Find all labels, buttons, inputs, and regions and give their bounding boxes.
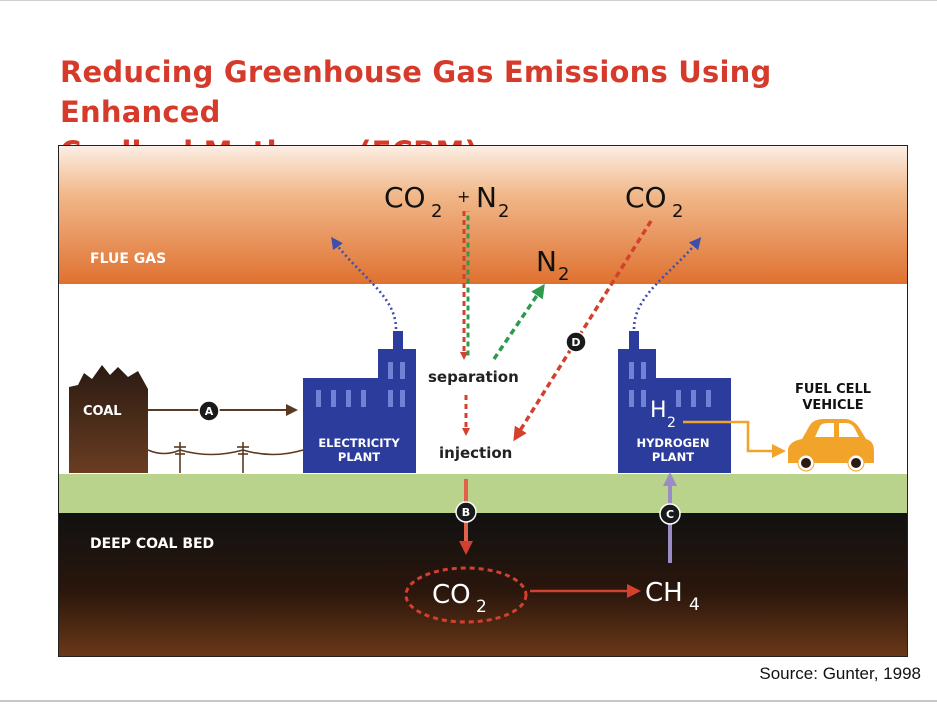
co2-top-label: CO 2 — [625, 181, 683, 222]
fuel-cell-label-2: VEHICLE — [802, 398, 863, 413]
hydrogen-plant-label-1: HYDROGEN — [636, 436, 709, 450]
power-lines — [147, 442, 304, 473]
co2-bed-sub: 2 — [476, 597, 487, 617]
electricity-plant: ELECTRICITY PLANT — [303, 331, 416, 473]
ground-band — [59, 474, 907, 513]
fuel-cell-label-1: FUEL CELL — [795, 382, 871, 397]
top-rule — [0, 0, 937, 1]
co2-top-main: CO — [625, 181, 667, 214]
step-a-label: A — [205, 405, 214, 418]
h2-label-main: H — [650, 398, 667, 423]
injection-label: injection — [439, 444, 512, 462]
co2-n2-plus: + — [457, 187, 470, 206]
deep-coal-bed-label: DEEP COAL BED — [90, 536, 214, 552]
flue-gas-label: FLUE GAS — [90, 251, 166, 267]
ch4-main: CH — [645, 578, 683, 608]
ch4-sub: 4 — [689, 595, 700, 615]
co2-bed-ellipse — [404, 566, 528, 624]
fuel-cell-vehicle-icon — [788, 419, 874, 472]
step-c-badge — [659, 503, 681, 525]
step-b-label: B — [462, 506, 470, 519]
co2-top-sub: 2 — [672, 201, 683, 222]
electricity-plant-label-2: PLANT — [338, 450, 380, 464]
co2-n2-co: CO — [384, 181, 426, 214]
h2-to-vehicle-arrow — [683, 420, 786, 458]
bottom-rule — [0, 700, 937, 702]
co2-n2-label: CO 2 + N 2 — [384, 181, 509, 222]
co2-capture-arrow — [513, 220, 653, 442]
coal-pile — [69, 365, 148, 473]
step-b-badge — [455, 501, 477, 523]
deep-coal-bed-band — [59, 513, 907, 656]
h2-label-sub: 2 — [667, 415, 676, 431]
co2-n2-nsub: 2 — [498, 201, 509, 222]
source-caption: Source: Gunter, 1998 — [759, 664, 921, 683]
hydrogen-plant-emission-arrow — [632, 237, 702, 330]
hydrogen-plant: H 2 HYDROGEN PLANT — [618, 331, 731, 473]
co2-n2-sub: 2 — [431, 201, 442, 222]
hydrogen-plant-label-2: PLANT — [652, 450, 694, 464]
title-line-1: Reducing Greenhouse Gas Emissions Using … — [60, 55, 772, 129]
co2-bed-main: CO — [432, 580, 471, 610]
separation-label: separation — [428, 368, 519, 386]
step-a-badge — [198, 400, 220, 422]
step-d-badge — [565, 331, 587, 353]
flue-gas-band — [59, 146, 907, 284]
n2-mid-label: N 2 — [536, 245, 569, 285]
n2-release-arrow — [492, 283, 545, 360]
electricity-plant-label-1: ELECTRICITY — [318, 436, 400, 450]
co2-n2-n: N — [476, 181, 497, 214]
coal-label: COAL — [83, 404, 122, 419]
n2-mid-sub: 2 — [558, 264, 569, 285]
ecbm-diagram: FLUE GAS DEEP COAL BED COAL A ELECTRICIT… — [58, 145, 908, 657]
n2-mid-main: N — [536, 245, 557, 278]
electricity-plant-emission-arrow — [331, 236, 398, 330]
step-d-label: D — [571, 336, 580, 349]
step-c-label: C — [666, 508, 674, 521]
